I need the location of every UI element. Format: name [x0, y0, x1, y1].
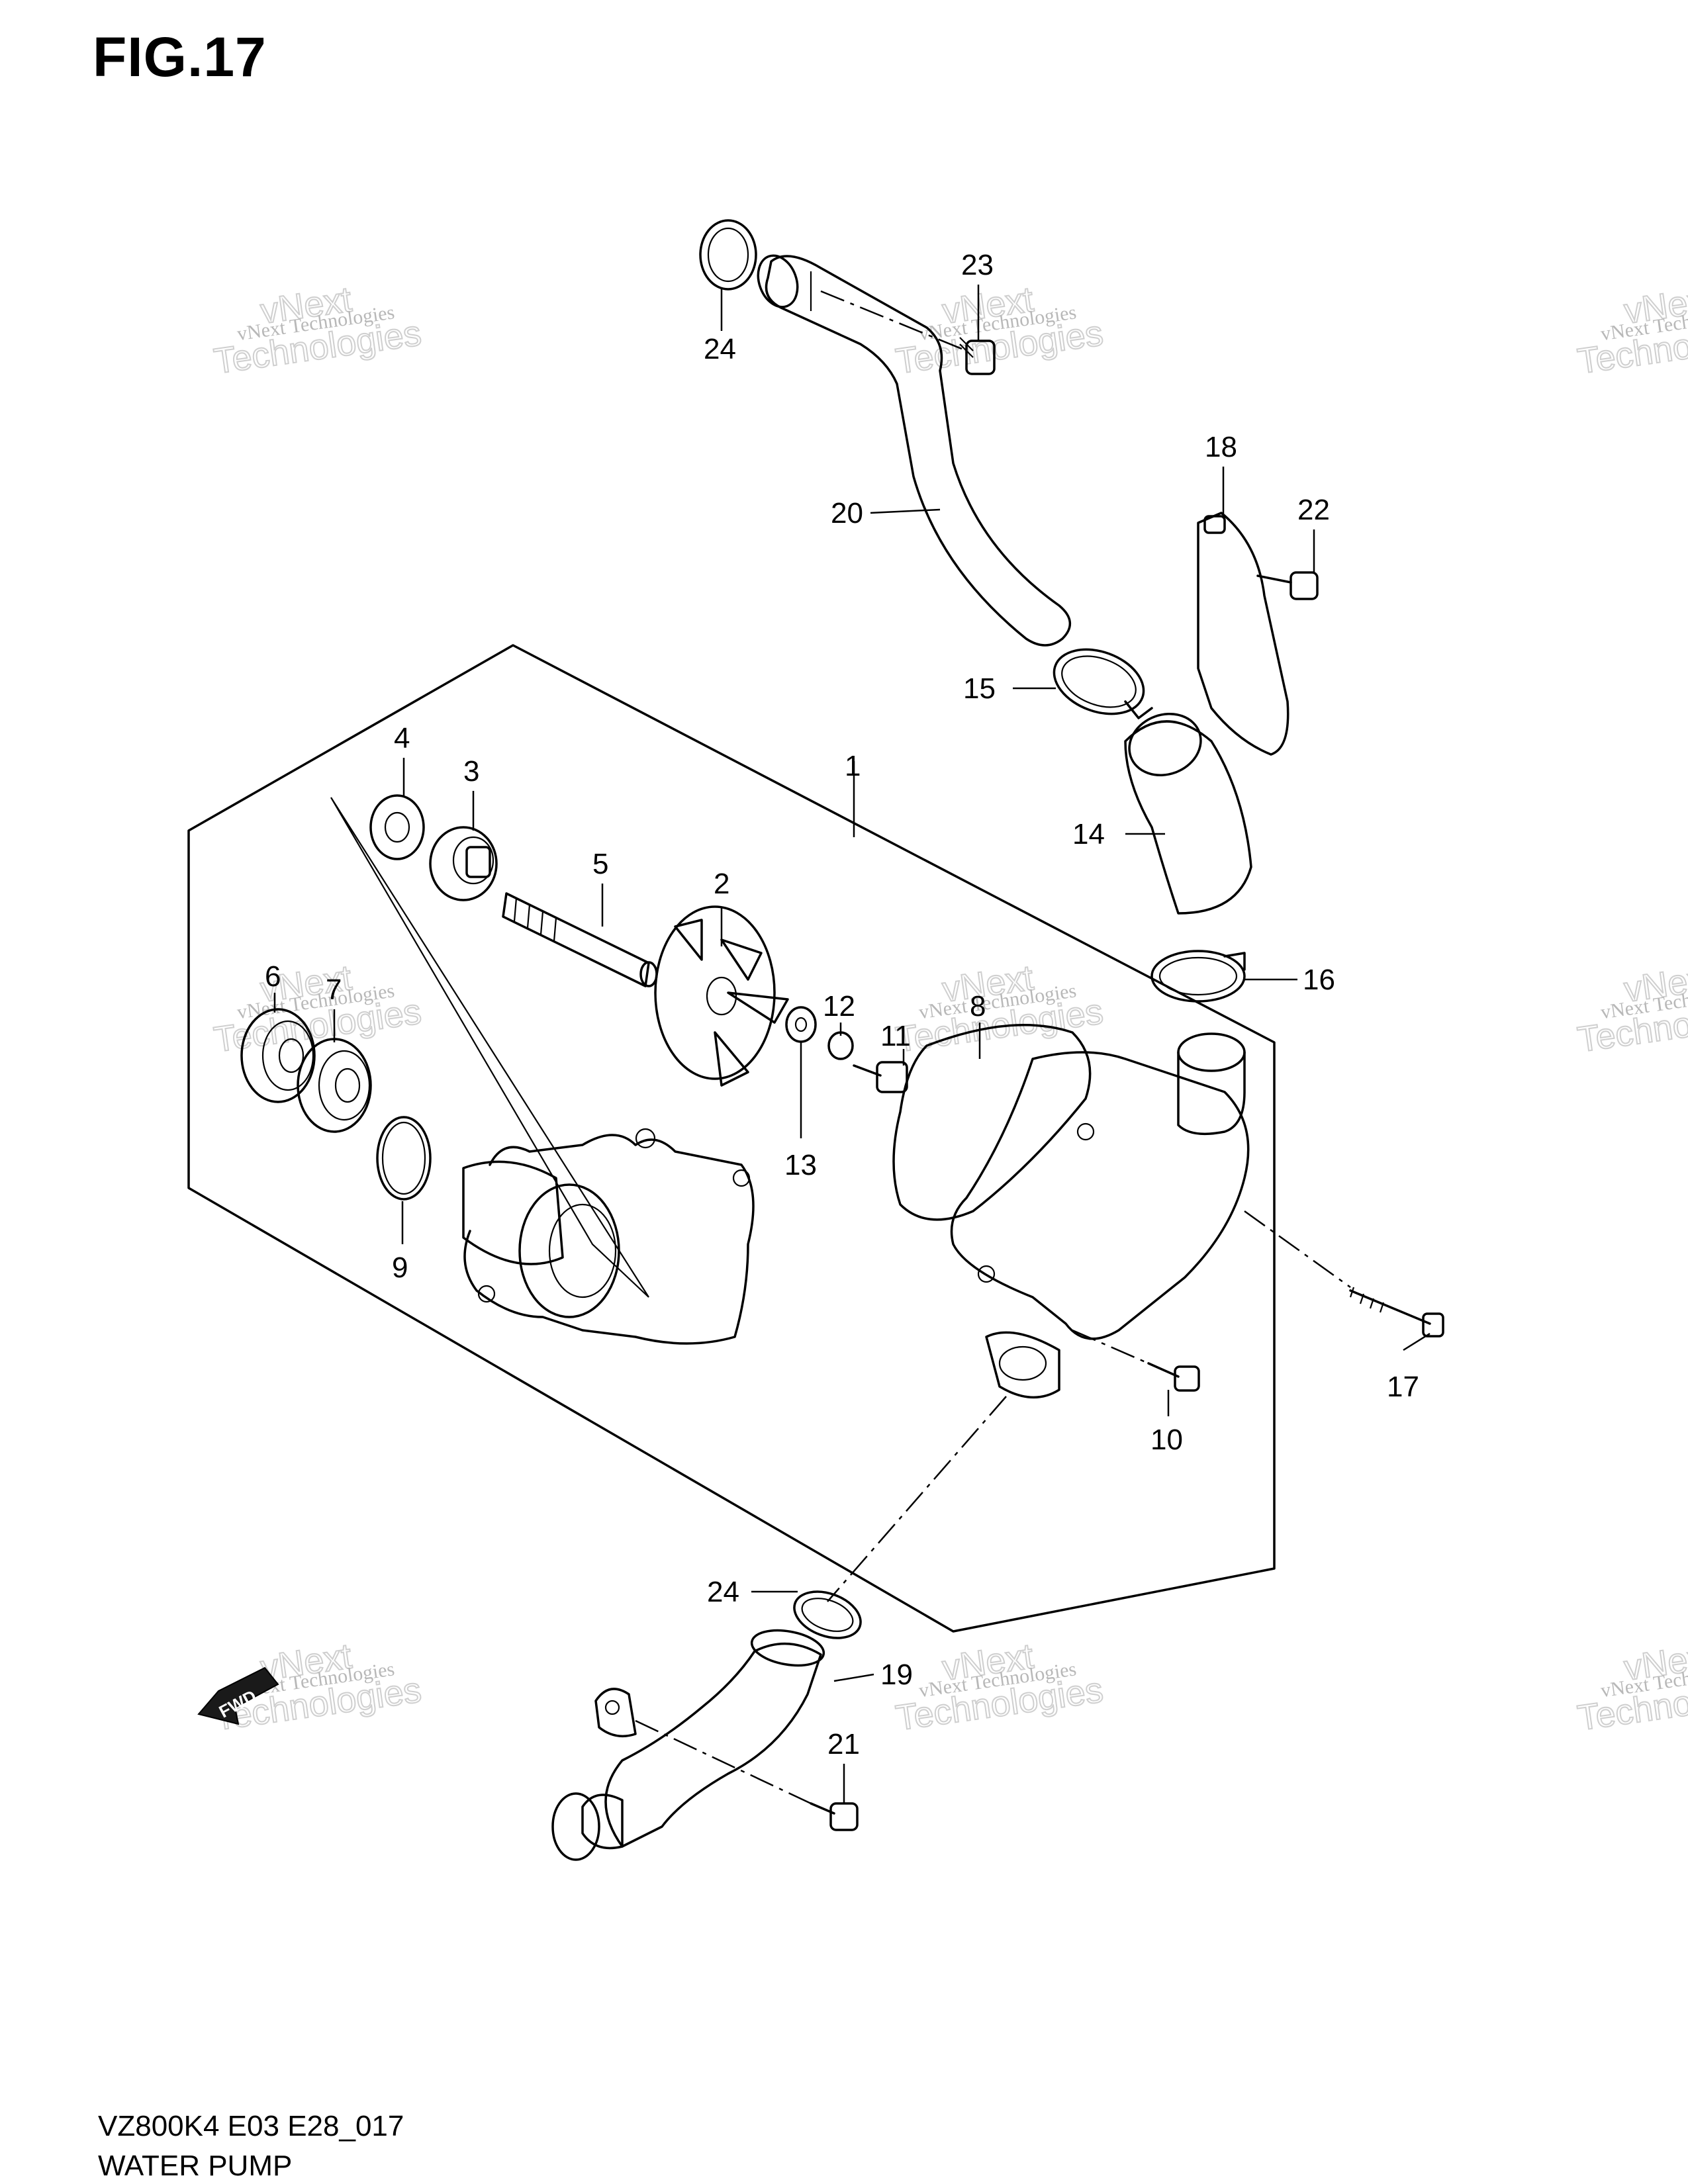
impeller: [654, 905, 789, 1087]
pump-shaft: [502, 892, 658, 987]
o-ring-gasket: [892, 1024, 1092, 1221]
callout-21: 21: [827, 1728, 860, 1760]
callout-20: 20: [831, 497, 863, 529]
detail-triangle: [330, 797, 649, 1298]
alignment-line-bolt23: [820, 290, 967, 352]
washer-12: [827, 1031, 854, 1060]
callout-12: 12: [823, 990, 855, 1023]
figure-title: FIG.17: [93, 26, 267, 88]
callout-13: 13: [784, 1149, 817, 1181]
diagram-code: VZ800K4 E03 E28_017: [98, 2110, 404, 2142]
callout-24-top: 24: [704, 333, 736, 365]
callout-5: 5: [592, 848, 608, 880]
callout-15: 15: [963, 672, 996, 705]
callout-19: 19: [880, 1659, 913, 1691]
callout-1: 1: [845, 750, 861, 782]
bearing-7: [297, 1038, 372, 1133]
watermark: vNext Technologies vNext Technologies: [1575, 279, 1688, 382]
watermark: vNext Technologies vNext Technologies: [211, 957, 425, 1060]
o-ring-9-inner: [381, 1121, 426, 1195]
callout-23: 23: [961, 249, 994, 281]
callout-4: 4: [394, 722, 410, 754]
callout-22: 22: [1297, 494, 1330, 526]
mechanical-seal-3: [429, 826, 498, 901]
callout-labels: 1 2 3 4 5 6 7 8 9 10 11 12 13 14 15 16 1…: [265, 249, 1419, 1760]
alignment-line-bolt21: [635, 1719, 812, 1805]
upper-water-pipe: [757, 254, 1072, 647]
o-ring-bottom-inner: [801, 1598, 854, 1632]
hose-clamp-15: [1053, 648, 1153, 719]
callout-8: 8: [970, 990, 986, 1023]
leader-lines: [273, 285, 1430, 1803]
hose-clamp-16: [1150, 950, 1246, 1003]
alignment-line-bolt17: [1244, 1210, 1351, 1289]
callout-3: 3: [463, 755, 479, 788]
callout-11: 11: [880, 1020, 911, 1052]
cover-plate: [1197, 512, 1289, 756]
washer-13-hole: [794, 1017, 808, 1032]
pump-body: [462, 1128, 755, 1345]
hose-14: [1124, 712, 1252, 915]
watermark: vNext Technologies vNext Technologies: [893, 1635, 1107, 1739]
bearing-6: [240, 1008, 316, 1103]
o-ring-top: [699, 219, 757, 291]
pump-cover: [950, 1032, 1250, 1399]
callout-24-bottom: 24: [707, 1576, 739, 1608]
watermark: vNext Technologies vNext Technologies: [893, 279, 1107, 382]
callout-9: 9: [392, 1251, 408, 1284]
callout-7: 7: [326, 974, 342, 1006]
watermark-group: vNext Technologies vNext Technologies vN…: [211, 279, 1688, 1739]
o-ring-9: [376, 1116, 432, 1201]
callout-2: 2: [714, 868, 729, 900]
seal-4: [369, 794, 425, 860]
lower-water-pipe: [551, 1629, 825, 1861]
diagram-caption: WATER PUMP: [98, 2150, 293, 2182]
bolt-23: [959, 337, 996, 375]
bolt-21: [810, 1802, 859, 1831]
bolt-10: [1147, 1362, 1200, 1392]
assembly-outline: [187, 644, 1276, 1633]
bolt-11: [853, 1061, 908, 1093]
callout-6: 6: [265, 960, 281, 993]
alignment-line-bolt10: [1072, 1329, 1149, 1365]
watermark: vNext Technologies vNext Technologies: [211, 279, 425, 382]
watermark: vNext Technologies vNext Technologies: [1575, 957, 1688, 1060]
callout-14: 14: [1072, 818, 1105, 850]
long-bolt-17: [1349, 1287, 1444, 1338]
o-ring-bottom: [793, 1590, 862, 1639]
watermark: vNext Technologies vNext Technologies: [893, 957, 1107, 1060]
bolt-22: [1256, 571, 1319, 600]
callout-18: 18: [1205, 431, 1237, 463]
alignment-line-pump: [827, 1396, 1007, 1602]
callout-10: 10: [1150, 1424, 1183, 1456]
watermark: vNext Technologies vNext Technologies: [1575, 1635, 1688, 1739]
callout-17: 17: [1387, 1371, 1419, 1403]
callout-16: 16: [1303, 964, 1335, 996]
o-ring-top-inner: [707, 227, 749, 283]
washer-13: [785, 1006, 817, 1043]
